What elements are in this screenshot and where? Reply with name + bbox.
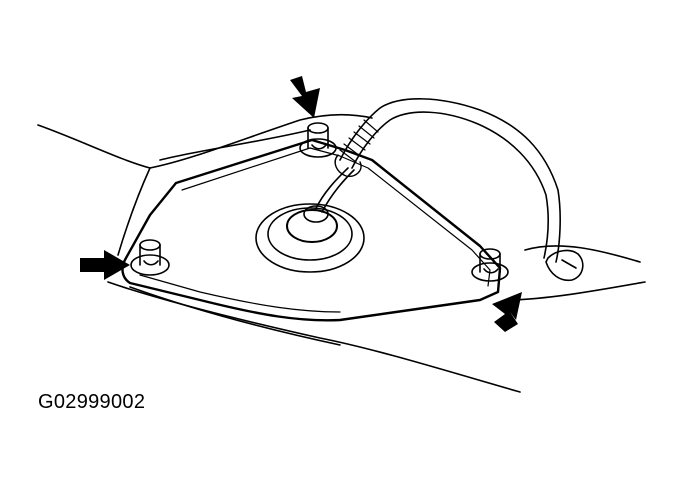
wire-harness [314, 98, 584, 282]
strut-center-boss [255, 203, 365, 273]
nut-top [299, 122, 337, 158]
arrow-right-nut [492, 292, 522, 332]
arrow-left-nut [80, 250, 130, 280]
mounting-plate [121, 138, 502, 322]
figure-code: G02999002 [38, 391, 146, 413]
body-panel [37, 113, 646, 393]
arrow-top-nut [290, 76, 320, 118]
nut-left [130, 239, 170, 276]
nut-right [471, 248, 509, 282]
